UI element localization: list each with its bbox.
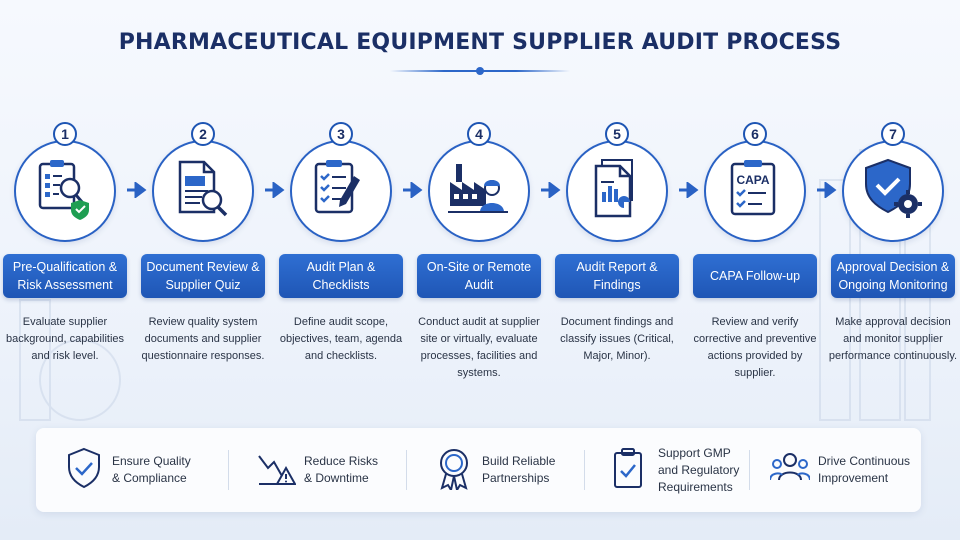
step-3-label: Audit Plan & Checklists <box>279 254 403 298</box>
step-3: 3 Audit Plan & Checklists Define audit s… <box>276 118 406 408</box>
capa-clipboard-icon: CAPA <box>730 160 776 216</box>
step-3-number: 3 <box>329 122 353 146</box>
step-4: 4 On-Site or Remote Audit Conduct audit … <box>414 118 544 408</box>
step-4-number: 4 <box>467 122 491 146</box>
benefit-gmp: Support GMP and Regulatory Requirements <box>610 428 760 512</box>
arrow-right-icon <box>679 182 699 198</box>
step-6-description: Review and verify corrective and prevent… <box>693 316 817 379</box>
step-7-icon-ring <box>842 140 944 242</box>
step-7-description: Make approval decision and monitor suppl… <box>828 316 958 362</box>
step-5-label: Audit Report & Findings <box>555 254 679 298</box>
benefit-improvement: Drive Continuous Improvement <box>770 428 920 512</box>
step-4-label: On-Site or Remote Audit <box>417 254 541 298</box>
process-steps: 1 Pre-Qualification & Risk Assessment Ev… <box>0 118 960 408</box>
arrow-right-icon <box>817 182 837 198</box>
step-3-description: Define audit scope, objectives, team, ag… <box>279 316 403 362</box>
team-people-icon <box>770 453 810 481</box>
step-4-icon-ring <box>428 140 530 242</box>
shield-check-gear-icon <box>865 158 922 218</box>
benefit-risks: Reduce Risks & Downtime <box>256 428 416 512</box>
checklist-pen-icon <box>314 160 360 214</box>
step-2-number: 2 <box>191 122 215 146</box>
arrow-right-icon <box>403 182 423 198</box>
step-1-label: Pre-Qualification & Risk Assessment <box>3 254 127 298</box>
benefit-quality: Ensure Quality & Compliance <box>64 428 234 512</box>
step-6-label: CAPA Follow-up <box>693 254 817 298</box>
chart-warning-icon <box>258 455 296 485</box>
step-5-icon-ring <box>566 140 668 242</box>
step-3-icon-ring <box>290 140 392 242</box>
benefit-quality-text: Ensure Quality & Compliance <box>112 454 191 485</box>
factory-worker-icon <box>448 164 508 213</box>
report-chart-icon <box>594 159 633 218</box>
title-divider-dot <box>476 67 484 75</box>
step-4-description: Conduct audit at supplier site or virtua… <box>418 316 540 379</box>
step-7: 7 Approval Decision & Ongoing Monitoring… <box>828 118 958 408</box>
step-1-description: Evaluate supplier background, capabiliti… <box>5 316 125 362</box>
step-6: CAPA 6 CAPA Follow-up Review and verify … <box>690 118 820 408</box>
clipboard-check-icon <box>614 448 642 488</box>
step-1: 1 Pre-Qualification & Risk Assessment Ev… <box>0 118 130 408</box>
benefit-divider <box>584 450 585 490</box>
step-1-number: 1 <box>53 122 77 146</box>
step-7-number: 7 <box>881 122 905 146</box>
benefit-risks-text: Reduce Risks & Downtime <box>304 454 379 485</box>
clipboard-magnifier-shield-icon <box>38 160 89 220</box>
step-2-icon-ring <box>152 140 254 242</box>
page-title: PHARMACEUTICAL EQUIPMENT SUPPLIER AUDIT … <box>118 30 842 55</box>
step-6-number: 6 <box>743 122 767 146</box>
step-2-description: Review quality system documents and supp… <box>141 316 265 362</box>
benefit-divider <box>749 450 750 490</box>
arrow-right-icon <box>127 182 147 198</box>
benefit-partnerships-text: Build Reliable Partnerships <box>482 454 556 485</box>
step-1-icon-ring <box>14 140 116 242</box>
benefit-divider <box>228 450 229 490</box>
award-ribbon-icon <box>440 449 468 490</box>
step-5-description: Document findings and classify issues (C… <box>560 316 674 362</box>
document-search-icon <box>178 160 228 217</box>
benefits-bar: Ensure Quality & Compliance Reduce Risks… <box>36 428 921 512</box>
shield-check-icon <box>68 447 100 489</box>
step-5: 5 Audit Report & Findings Document findi… <box>552 118 682 408</box>
step-2: 2 Document Review & Supplier Quiz Review… <box>138 118 268 408</box>
benefit-partnerships: Build Reliable Partnerships <box>434 428 594 512</box>
step-6-icon-ring: CAPA <box>704 140 806 242</box>
benefit-gmp-text: Support GMP and Regulatory Requirements <box>658 445 740 494</box>
capa-icon-text: CAPA <box>736 173 769 187</box>
benefit-divider <box>406 450 407 490</box>
benefit-improvement-text: Drive Continuous Improvement <box>818 454 911 485</box>
arrow-right-icon <box>265 182 285 198</box>
step-5-number: 5 <box>605 122 629 146</box>
step-7-label: Approval Decision & Ongoing Monitoring <box>831 254 955 298</box>
arrow-right-icon <box>541 182 561 198</box>
step-2-label: Document Review & Supplier Quiz <box>141 254 265 298</box>
